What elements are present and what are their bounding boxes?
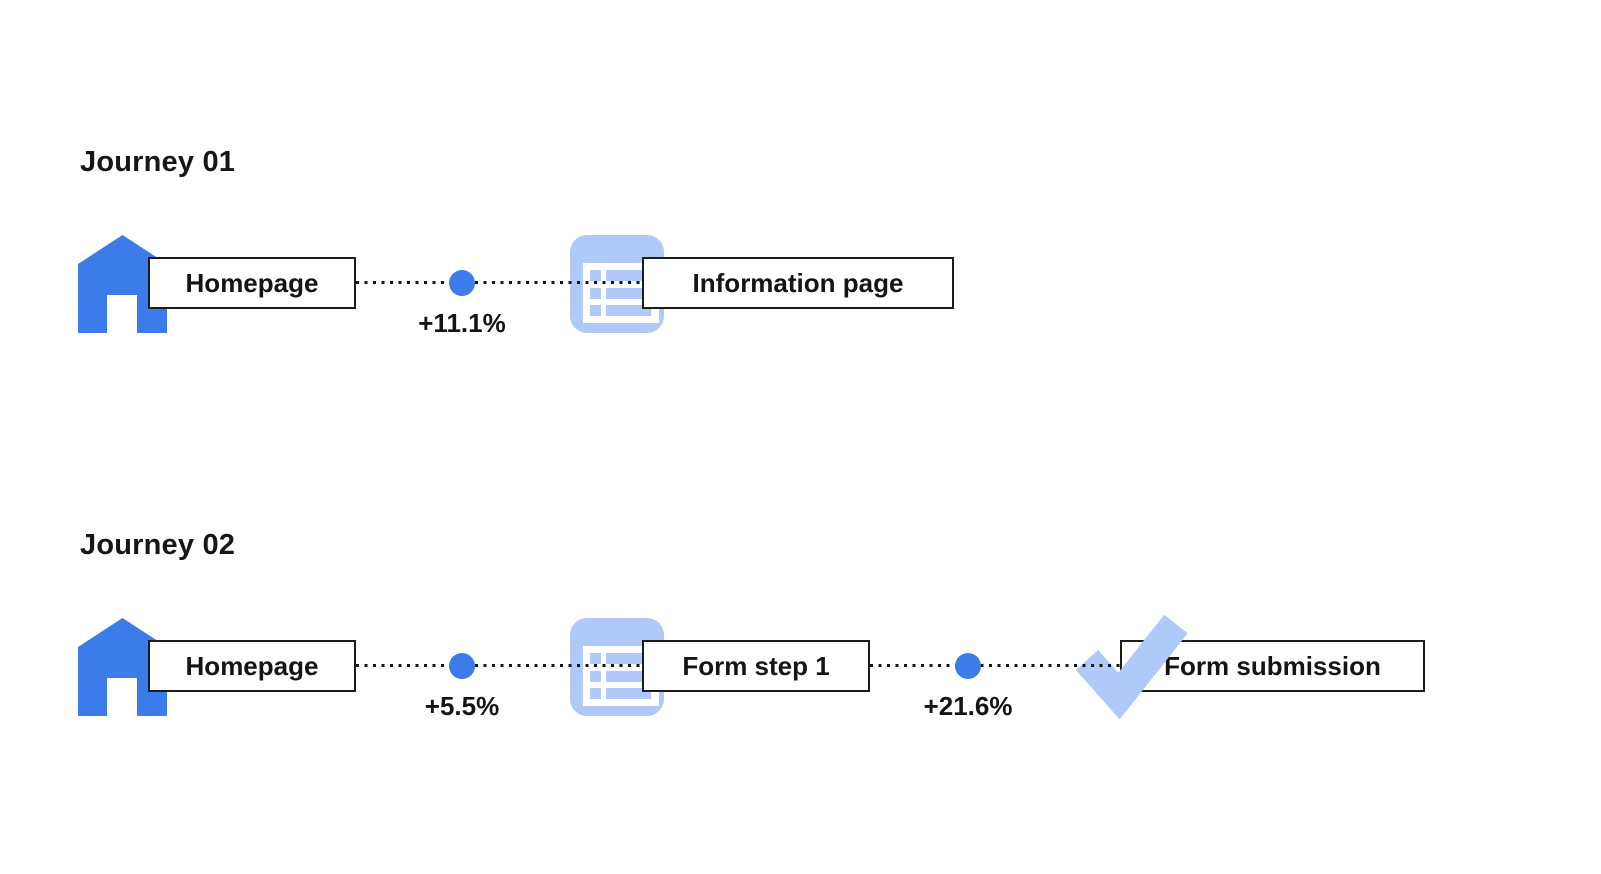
list-row — [590, 688, 651, 699]
step-label-box: Form step 1 — [642, 640, 870, 692]
step-label: Form submission — [1164, 650, 1381, 681]
list-row — [590, 287, 651, 299]
step-label: Homepage — [185, 650, 319, 681]
step-label: Homepage — [185, 267, 319, 298]
step-label: Form step 1 — [682, 650, 830, 681]
home-icon — [78, 235, 167, 333]
step-label: Information page — [692, 267, 904, 298]
dotted-connector — [870, 664, 1120, 667]
dotted-connector — [356, 281, 642, 284]
transition-dot — [449, 653, 475, 679]
dotted-connector — [356, 664, 642, 667]
check-icon — [1075, 614, 1188, 719]
step-label-box: Form submission — [1120, 640, 1425, 692]
step-label-box: Information page — [642, 257, 954, 309]
transition-dot — [449, 270, 475, 296]
list-row — [590, 653, 651, 664]
transition-delta-label: +21.6% — [923, 691, 1013, 721]
step-label-box: Homepage — [148, 257, 356, 309]
transition-delta-label: +11.1% — [418, 308, 506, 338]
journey-title: Journey 02 — [80, 529, 236, 561]
home-icon — [78, 618, 167, 716]
step-label-box: Homepage — [148, 640, 356, 692]
journey-title: Journey 01 — [80, 146, 236, 178]
transition-delta-label: +5.5% — [424, 691, 500, 721]
list-page-paper — [583, 263, 659, 323]
transition-dot — [955, 653, 981, 679]
list-row — [590, 270, 651, 281]
list-row — [590, 305, 651, 316]
list-row — [590, 670, 651, 682]
